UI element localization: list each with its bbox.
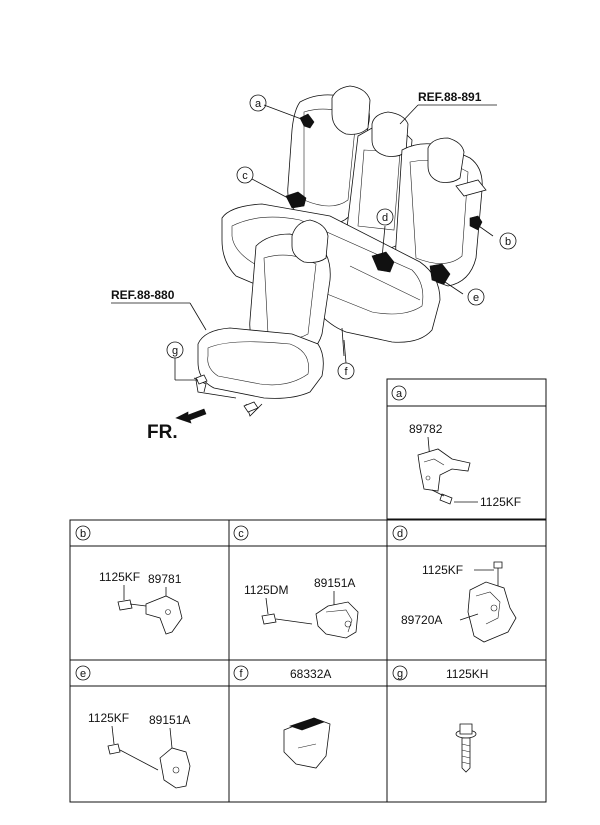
callout-d: d: [376, 208, 394, 226]
front-direction-indicator: FR.: [147, 408, 207, 443]
callout-b-letter: b: [505, 236, 511, 248]
part-1125kf-label-a: 1125KF: [480, 495, 521, 509]
ref-rear-seat-label: REF.88-891: [418, 90, 482, 104]
ref-front-seat-label: REF.88-880: [111, 288, 175, 302]
callout-a: a: [249, 94, 267, 112]
part-68332a-label: 68332A: [290, 667, 331, 681]
callout-f-letter: f: [344, 366, 348, 378]
part-89151a-label-c: 89151A: [314, 576, 355, 590]
callout-d-letter: d: [382, 212, 388, 224]
panel-e-letter: e: [80, 668, 86, 680]
callout-c: c: [236, 166, 254, 184]
callout-g: g: [166, 341, 184, 359]
part-89151a-label-e: 89151A: [149, 713, 190, 727]
panel-f-letter: f: [239, 668, 243, 680]
panel-e: e 1125KF 89151A: [69, 659, 230, 803]
front-direction-label: FR.: [147, 422, 178, 443]
callout-a-letter: a: [255, 98, 262, 110]
part-1125kf-label-b: 1125KF: [99, 570, 140, 584]
panel-f: f 68332A: [228, 659, 388, 803]
part-1125dm-label: 1125DM: [244, 583, 288, 597]
callout-f: f: [337, 362, 355, 380]
part-1125kh-label: 1125KH: [446, 667, 488, 681]
part-89782-label: 89782: [409, 422, 443, 436]
callout-c-letter: c: [242, 170, 248, 182]
panel-d: d 1125KF 89720A: [386, 519, 547, 661]
panel-b-letter: b: [80, 528, 86, 540]
panel-b: b 1125KF 89781: [69, 519, 230, 661]
seat-assembly-illustration: [193, 85, 487, 417]
callout-b: b: [499, 232, 517, 250]
panel-d-letter: d: [397, 528, 403, 540]
part-89781-label: 89781: [148, 572, 182, 586]
panel-c-letter: c: [238, 528, 244, 540]
callout-e-letter: e: [473, 292, 479, 304]
panel-g-letter: g: [397, 668, 403, 680]
callout-e: e: [467, 288, 485, 306]
part-1125kf-label-d: 1125KF: [422, 563, 463, 577]
part-1125kf-label-e: 1125KF: [88, 711, 129, 725]
callout-g-letter: g: [172, 345, 178, 357]
panel-a-letter: a: [396, 388, 403, 400]
part-89720a-label: 89720A: [401, 613, 442, 627]
panel-a: a 89782 1125KF: [386, 378, 547, 520]
panel-c: c 1125DM 89151A: [228, 519, 388, 661]
front-arrow-icon: [175, 408, 207, 424]
leader-lines: [111, 104, 497, 381]
panel-g: g 1125KH: [386, 659, 547, 803]
